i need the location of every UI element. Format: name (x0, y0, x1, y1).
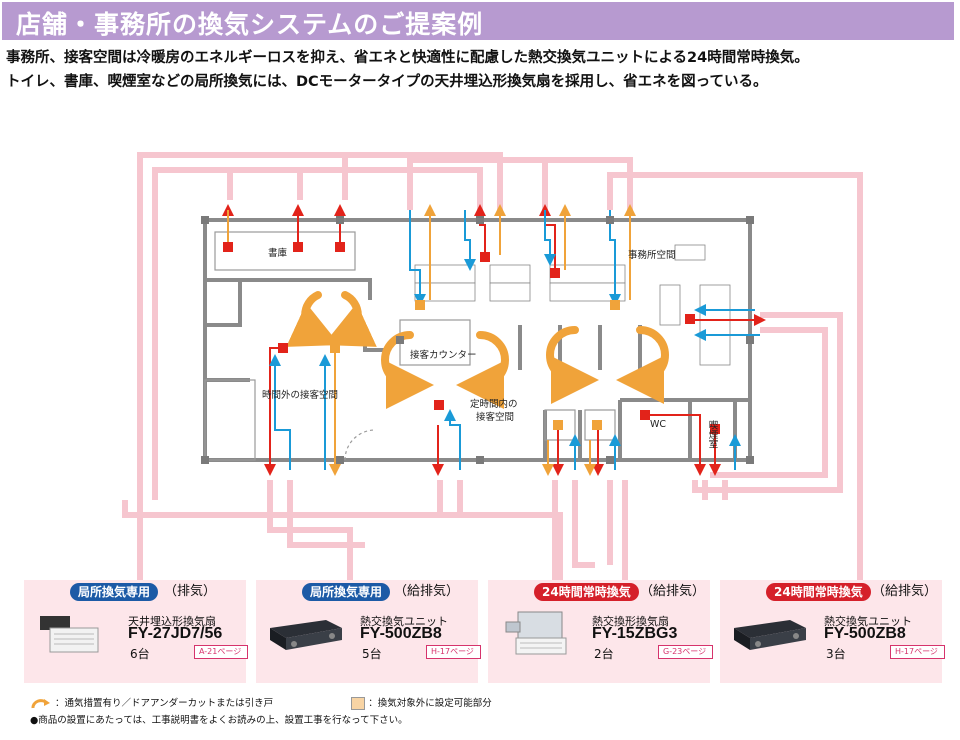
page-reference-link[interactable]: H-17ページ (890, 645, 945, 659)
page-reference-link[interactable]: A-21ページ (194, 645, 249, 659)
heat-exchange-fan-image (505, 611, 567, 655)
installation-footnote: ●商品の設置にあたっては、工事説明書をよくお読みの上、設置工事を行なって下さい。 (30, 715, 408, 726)
product-tag: 局所換気専用 (70, 583, 159, 601)
product-quantity: 6台 (130, 647, 150, 661)
structural-columns (201, 216, 754, 464)
exhaust-fan-units (223, 242, 720, 434)
product-tag: 24時間常時換気 (766, 583, 871, 601)
supply-lines (269, 210, 760, 470)
room-label-business-hours-2: 接客空間 (476, 411, 514, 423)
product-card-1: 局所換気専用 （排気） 天井埋込形換気扇 FY-27JD7/56 6台 A-21… (24, 580, 249, 683)
office-desks (414, 244, 731, 366)
product-name: 熱交換気ユニット (360, 615, 448, 628)
product-model: FY-500ZB8 (824, 625, 906, 642)
product-model: FY-500ZB8 (360, 625, 442, 642)
heat-exchange-unit-image (270, 620, 342, 650)
room-label-business-hours-1: 定時間内の (470, 398, 518, 410)
room-label-wc: WC (650, 419, 666, 430)
legend-setting-note: ：換気対象外に設定可能部分 (368, 698, 492, 709)
room-label-office: 事務所空間 (628, 249, 676, 261)
heat-exchange-units (330, 300, 620, 430)
room-label-counter: 接客カウンター (410, 349, 477, 361)
heat-exchange-unit-image (734, 620, 806, 650)
page-reference-link[interactable]: G-23ページ (658, 645, 714, 659)
room-label-after-hours: 時間外の接客空間 (262, 389, 338, 401)
ceiling-fan-image (40, 616, 99, 653)
intro-line-1: 事務所、接客空間は冷暖房のエネルギーロスを抑え、省エネと快適性に配慮した熱交換気… (6, 50, 809, 66)
setting-swatch-icon (351, 697, 366, 710)
product-tag: 24時間常時換気 (534, 583, 639, 601)
room-label-archive: 書庫 (268, 247, 288, 259)
legend: ：通気措置有り／ドアアンダーカットまたは引き戸 ：換気対象外に設定可能部分 (30, 695, 492, 710)
product-mode: （給排気） (872, 584, 938, 599)
product-name: 熱交換気ユニット (824, 615, 912, 628)
legend-door-note: ：通気措置有り／ドアアンダーカットまたは引き戸 (55, 698, 274, 709)
intro-line-2: トイレ、書庫、喫煙室などの局所換気には、DCモータータイプの天井埋込形換気扇を採… (6, 74, 768, 90)
duct-network (122, 152, 863, 580)
product-mode: （給排気） (394, 584, 460, 599)
product-name: 熱交換形換気扇 (592, 615, 669, 628)
product-card-4: 24時間常時換気 （給排気） 熱交換気ユニット FY-500ZB8 3台 H-1… (720, 580, 945, 683)
product-mode: （排気） (164, 584, 217, 599)
product-tag: 局所換気専用 (302, 583, 391, 601)
page-reference-link[interactable]: H-17ページ (426, 645, 481, 659)
heat-exchange-lines (227, 204, 636, 476)
page-title: 店舗・事務所の換気システムのご提案例 (16, 10, 484, 39)
room-label-smoking: 喫煙室 (707, 419, 719, 448)
product-quantity: 2台 (594, 647, 614, 661)
product-card-3: 24時間常時換気 （給排気） 熱交換形換気扇 FY-15ZBG3 2台 G-23… (488, 580, 714, 683)
product-model: FY-15ZBG3 (592, 625, 678, 642)
product-name: 天井埋込形換気扇 (128, 615, 216, 628)
product-quantity: 3台 (826, 647, 846, 661)
product-model: FY-27JD7/56 (128, 625, 223, 642)
door-airflow-icon (31, 698, 50, 708)
product-card-2: 局所換気専用 （給排気） 熱交換気ユニット FY-500ZB8 5台 H-17ペ… (256, 580, 481, 683)
product-mode: （給排気） (640, 584, 706, 599)
intro-text: 事務所、接客空間は冷暖房のエネルギーロスを抑え、省エネと快適性に配慮した熱交換気… (6, 46, 956, 94)
title-bar: 店舗・事務所の換気システムのご提案例 (2, 2, 954, 40)
product-quantity: 5台 (362, 647, 382, 661)
floor-plan-diagram: 書庫 事務所空間 接客カウンター 時間外の接客空間 定時間内の 接客空間 WC … (122, 152, 863, 580)
